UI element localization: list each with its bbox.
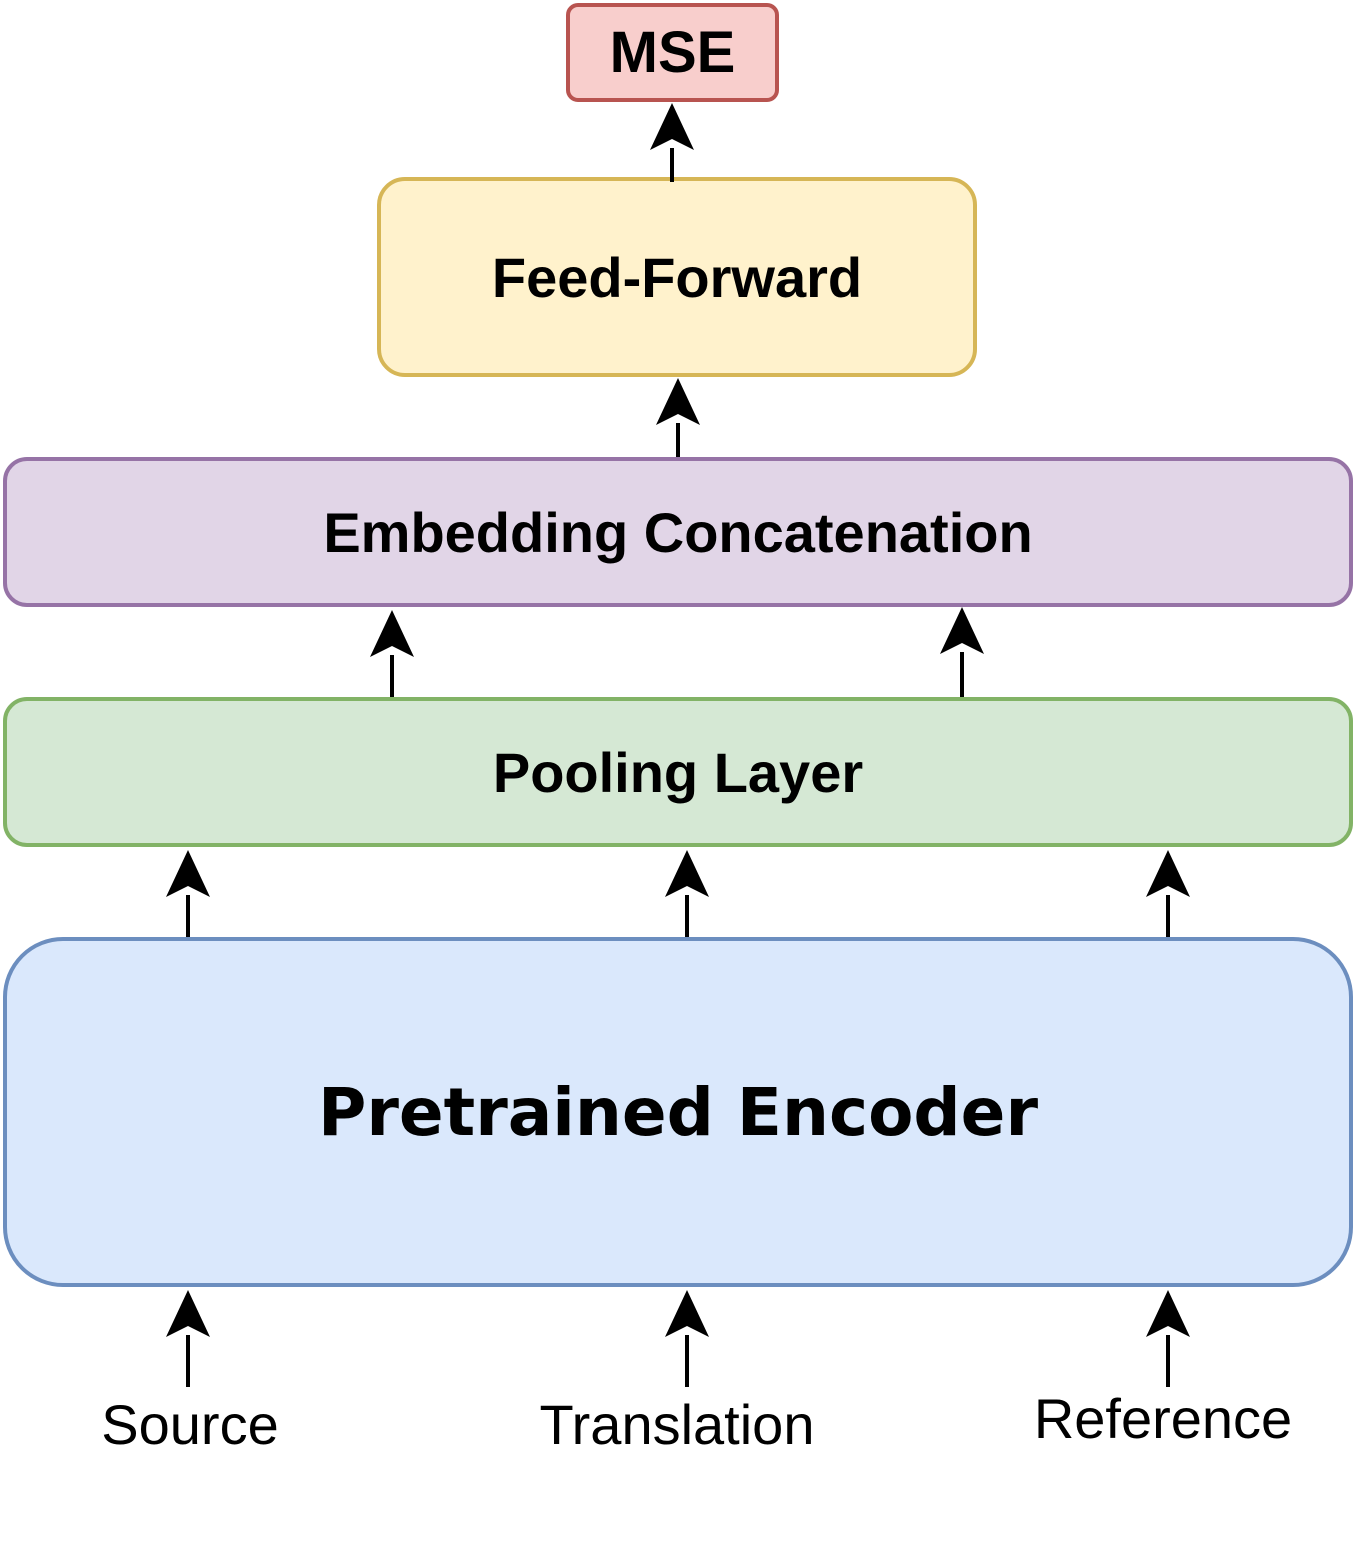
feed-forward-box: Feed-Forward (377, 177, 977, 377)
pooling-layer-label: Pooling Layer (492, 740, 864, 804)
embedding-concatenation-label: Embedding Concatenation (323, 500, 1033, 564)
pretrained-encoder-label: Pretrained Encoder (317, 1073, 1038, 1151)
arrowhead-encoder-middle (665, 1290, 709, 1337)
pretrained-encoder-box: Pretrained Encoder (3, 937, 1353, 1287)
arrowhead-ff (656, 378, 700, 425)
arrowhead-pool-left (166, 850, 210, 897)
embedding-concatenation-box: Embedding Concatenation (3, 457, 1353, 607)
arrowhead-pool-middle (665, 850, 709, 897)
feed-forward-label: Feed-Forward (491, 245, 863, 309)
arrowhead-encoder-left (166, 1290, 210, 1337)
mse-label: MSE (609, 20, 736, 85)
input-translation: Translation (539, 1393, 815, 1456)
input-reference: Reference (1033, 1387, 1293, 1450)
pooling-layer-box: Pooling Layer (3, 697, 1353, 847)
arrowhead-encoder-right (1146, 1290, 1190, 1337)
arrowhead-concat-right (940, 607, 984, 654)
mse-box: MSE (566, 3, 779, 102)
arrowhead-pool-right (1146, 850, 1190, 897)
arrowhead-concat-left (370, 610, 414, 657)
arrowhead-mse (650, 103, 694, 150)
input-source: Source (101, 1393, 279, 1456)
